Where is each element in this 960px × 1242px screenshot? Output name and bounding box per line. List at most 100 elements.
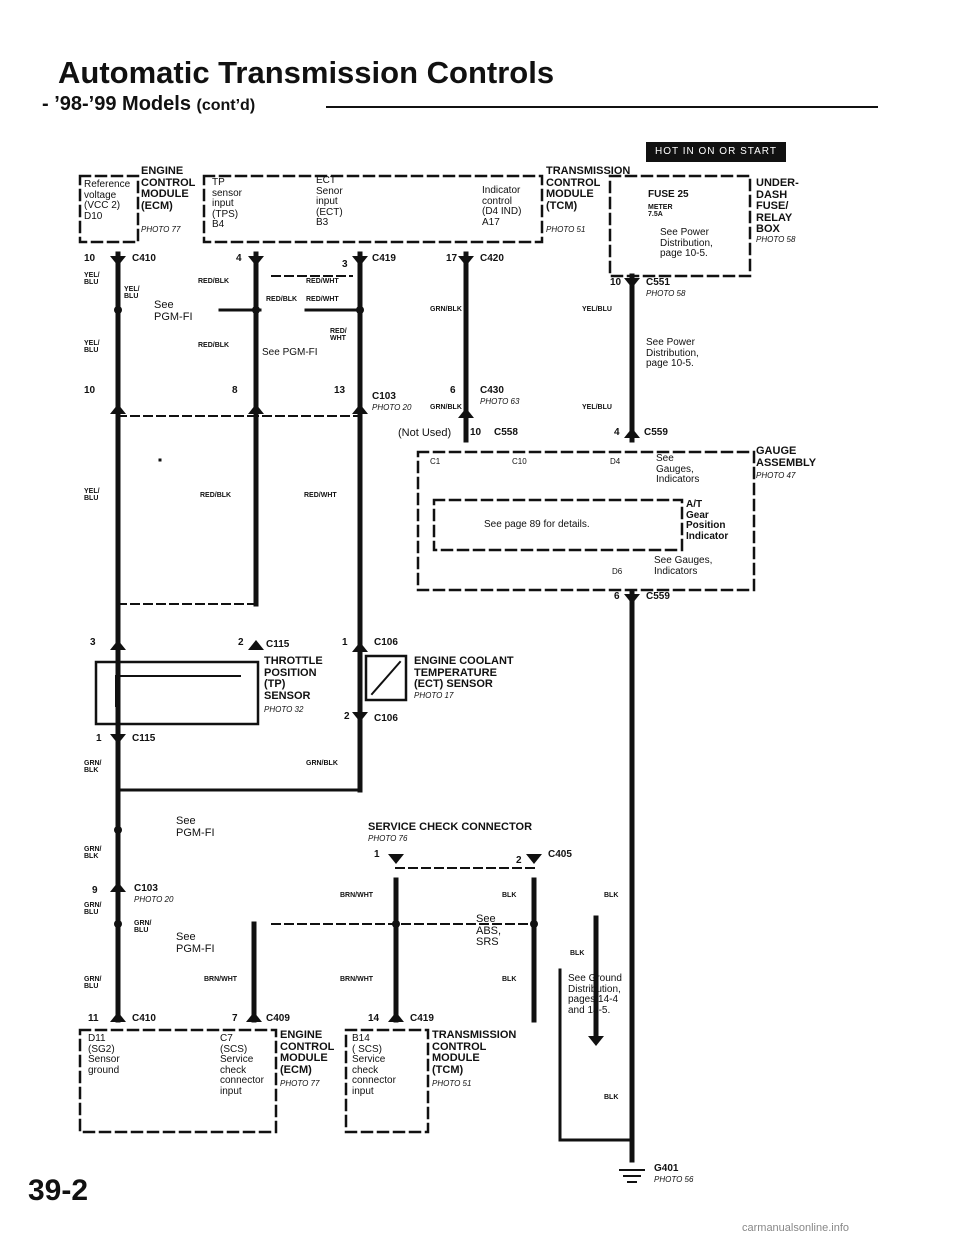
c410-bot-pin: 11 bbox=[88, 1013, 99, 1024]
tp-sensor-box bbox=[94, 660, 260, 726]
ecm-d11-sensor-ground: D11 (SG2) Sensor ground bbox=[88, 1033, 120, 1076]
watermark: carmanualsonline.info bbox=[742, 1222, 850, 1234]
c420-label: C420 bbox=[480, 253, 504, 264]
wire-blk-4: BLK bbox=[502, 976, 517, 983]
see-power-mid: See Power Distribution, page 10-5. bbox=[646, 337, 699, 369]
c115-bot-pin: 1 bbox=[96, 733, 102, 744]
c559-top-label: C559 bbox=[644, 427, 668, 438]
c409-pin: 7 bbox=[232, 1013, 238, 1024]
c115-pin-2: 2 bbox=[238, 637, 244, 648]
c430-pin: 6 bbox=[450, 385, 456, 396]
ecm-left-box bbox=[78, 174, 140, 244]
ecm-bottom-left-box bbox=[78, 1028, 278, 1134]
see-gauges-top: See Gauges, Indicators bbox=[656, 453, 700, 485]
fuse-meter-label: METER 7.5A bbox=[648, 204, 673, 219]
ect-sensor-box bbox=[364, 654, 408, 702]
c558-not-used: (Not Used) bbox=[398, 427, 452, 439]
see-pgm-fi-box: See PGM-FI bbox=[262, 347, 318, 358]
c103-pin-10: 10 bbox=[84, 385, 96, 396]
c405-label: C405 bbox=[548, 849, 572, 860]
ecm-right-box bbox=[202, 174, 544, 244]
fuse-box-photo: PHOTO 58 bbox=[756, 235, 796, 244]
gauge-pin-d4: D4 bbox=[610, 457, 621, 466]
c559-bot-label: C559 bbox=[646, 591, 670, 602]
wire-red-wht-2: RED/WHT bbox=[306, 296, 339, 303]
c106-bot-label: C106 bbox=[374, 713, 398, 724]
tp-sensor-name: THROTTLE POSITION (TP) SENSOR bbox=[264, 655, 323, 702]
see-ground-distribution: See Ground Distribution, pages 14-4 and … bbox=[568, 973, 622, 1016]
hot-in-on-or-start-badge: HOT IN ON OR START bbox=[646, 142, 786, 162]
ecm-tp-input-label: TP sensor input (TPS) B4 bbox=[212, 177, 243, 230]
at-indicator-outline bbox=[432, 498, 684, 552]
c106-top-label: C106 bbox=[374, 637, 398, 648]
c558-label: C558 bbox=[494, 427, 518, 438]
c410-bot-label: C410 bbox=[132, 1013, 156, 1024]
wire-grn-blk-2: GRN/BLK bbox=[430, 404, 462, 411]
c115-bot-label: C115 bbox=[132, 733, 156, 744]
c410-top-label: C410 bbox=[132, 253, 156, 264]
c103-bot-pin: 9 bbox=[92, 885, 98, 896]
ect-sensor-name: ENGINE COOLANT TEMPERATURE (ECT) SENSOR bbox=[414, 655, 514, 691]
wire-grn-blu-3: GRN/ BLU bbox=[84, 976, 102, 991]
c410-top-pin: 10 bbox=[84, 253, 96, 264]
see-pgm-fi-top: See PGM-FI bbox=[154, 299, 193, 323]
fuse-see-power: See Power Distribution, page 10-5. bbox=[660, 227, 713, 259]
g401-label: G401 bbox=[654, 1163, 679, 1174]
wire-red-blk-1: RED/BLK bbox=[198, 278, 230, 285]
ect-sensor-photo: PHOTO 17 bbox=[414, 691, 454, 700]
c559-bot-pin: 6 bbox=[614, 591, 620, 602]
tcm-b14-service-check: B14 ( SCS) Service check connector input bbox=[352, 1033, 396, 1097]
c103-bot-label: C103 bbox=[134, 883, 158, 894]
c419-bot-pin: 14 bbox=[368, 1013, 380, 1024]
tcm-bottom-photo: PHOTO 51 bbox=[432, 1079, 472, 1088]
see-abs-srs: See ABS, SRS bbox=[476, 913, 502, 949]
wire-red-wht-1: RED/WHT bbox=[306, 278, 339, 285]
at-gear-position-indicator: A/T Gear Position Indicator bbox=[686, 499, 729, 542]
wire-grn-blk-1: GRN/BLK bbox=[430, 306, 462, 313]
underdash-fuse-box-name: UNDER- DASH FUSE/ RELAY BOX bbox=[756, 177, 799, 236]
wire-grn-blu-2: GRN/ BLU bbox=[134, 920, 152, 935]
wire-yel-blu-3: YEL/ BLU bbox=[84, 340, 100, 355]
wire-grn-blu-1: GRN/ BLU bbox=[84, 902, 102, 917]
wire-blk-2: BLK bbox=[604, 892, 619, 899]
gauge-pin-c1: C1 bbox=[430, 457, 441, 466]
wire-blk-5: BLK bbox=[604, 1094, 619, 1101]
see-pgm-fi-low: See PGM-FI bbox=[176, 931, 215, 955]
c420-pin: 17 bbox=[446, 253, 458, 264]
page-subtitle: - ’98-’99 Models (cont’d) bbox=[42, 93, 255, 116]
c409-label: C409 bbox=[266, 1013, 290, 1024]
c419-bot-label: C419 bbox=[410, 1013, 434, 1024]
gauge-assembly-photo: PHOTO 47 bbox=[756, 471, 796, 480]
c558-pin: 10 bbox=[470, 427, 482, 438]
tcm-indicator-label: Indicator control (D4 IND) A17 bbox=[482, 185, 522, 228]
c559-top-pin: 4 bbox=[614, 427, 620, 438]
c419-top-pin-3: 3 bbox=[342, 259, 348, 270]
c430-label: C430 bbox=[480, 385, 504, 396]
gauge-pin-d6: D6 bbox=[612, 567, 623, 576]
wire-red-blk-4: RED/BLK bbox=[200, 492, 232, 499]
c103-pin-8: 8 bbox=[232, 385, 238, 396]
c106-bot-pin: 2 bbox=[344, 711, 350, 722]
wire-grn-blk-5: GRN/ BLK bbox=[84, 846, 102, 861]
see-page-89: See page 89 for details. bbox=[484, 519, 590, 530]
c103-bot-photo: PHOTO 20 bbox=[134, 895, 174, 904]
tcm-bottom-box bbox=[344, 1028, 430, 1134]
gauge-pin-c10: C10 bbox=[512, 457, 527, 466]
tcm-bottom-name: TRANSMISSION CONTROL MODULE (TCM) bbox=[432, 1029, 517, 1076]
wire-red-blk-3: RED/BLK bbox=[198, 342, 230, 349]
ecm-bottom-name: ENGINE CONTROL MODULE (ECM) bbox=[280, 1029, 335, 1076]
wire-yel-blu-5: YEL/BLU bbox=[582, 404, 612, 411]
c103-label: C103 bbox=[372, 391, 396, 402]
c405-pin-1: 1 bbox=[374, 849, 380, 860]
subtitle-suffix: (cont’d) bbox=[196, 97, 256, 114]
wire-yel-blu-2: YEL/ BLU bbox=[124, 286, 140, 301]
ecm-ect-input-label: ECT Senor input (ECT) B3 bbox=[316, 175, 343, 228]
wire-red-wht-4: RED/WHT bbox=[304, 492, 337, 499]
ecm-c7-service-check: C7 (SCS) Service check connector input bbox=[220, 1033, 264, 1097]
c430-photo: PHOTO 63 bbox=[480, 397, 520, 406]
page-number: 39-2 bbox=[28, 1174, 89, 1207]
wire-red-wht-3: RED/ WHT bbox=[330, 328, 347, 343]
fuse-box-outline bbox=[608, 174, 752, 278]
c551-pin: 10 bbox=[610, 277, 622, 288]
wire-blk-1: BLK bbox=[502, 892, 517, 899]
